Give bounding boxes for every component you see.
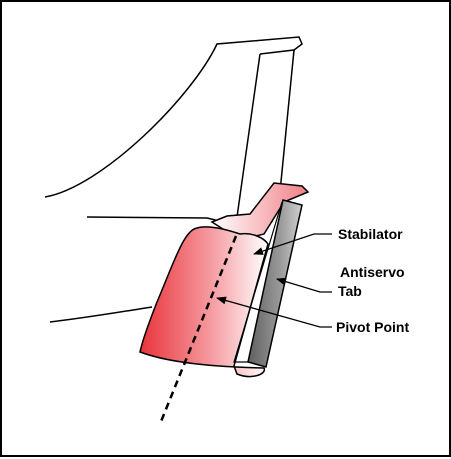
fuselage-lower-line	[49, 306, 153, 323]
vertical-fin	[44, 36, 303, 223]
antiservo-tab	[247, 199, 303, 368]
pivot-point-leader	[216, 296, 332, 328]
stabilator-label: Stabilator	[338, 226, 403, 242]
stabilator	[139, 226, 269, 378]
antiservo-tab-edge	[233, 201, 283, 363]
pivot-point-label: Pivot Point	[336, 319, 409, 335]
antiservo-label-line2: Tab	[338, 283, 362, 299]
stabilator-leader	[253, 233, 332, 255]
pivot-axis	[158, 235, 238, 425]
antiservo-tab-leader	[276, 277, 332, 293]
antiservo-label-line1: Antiservo	[340, 264, 405, 280]
